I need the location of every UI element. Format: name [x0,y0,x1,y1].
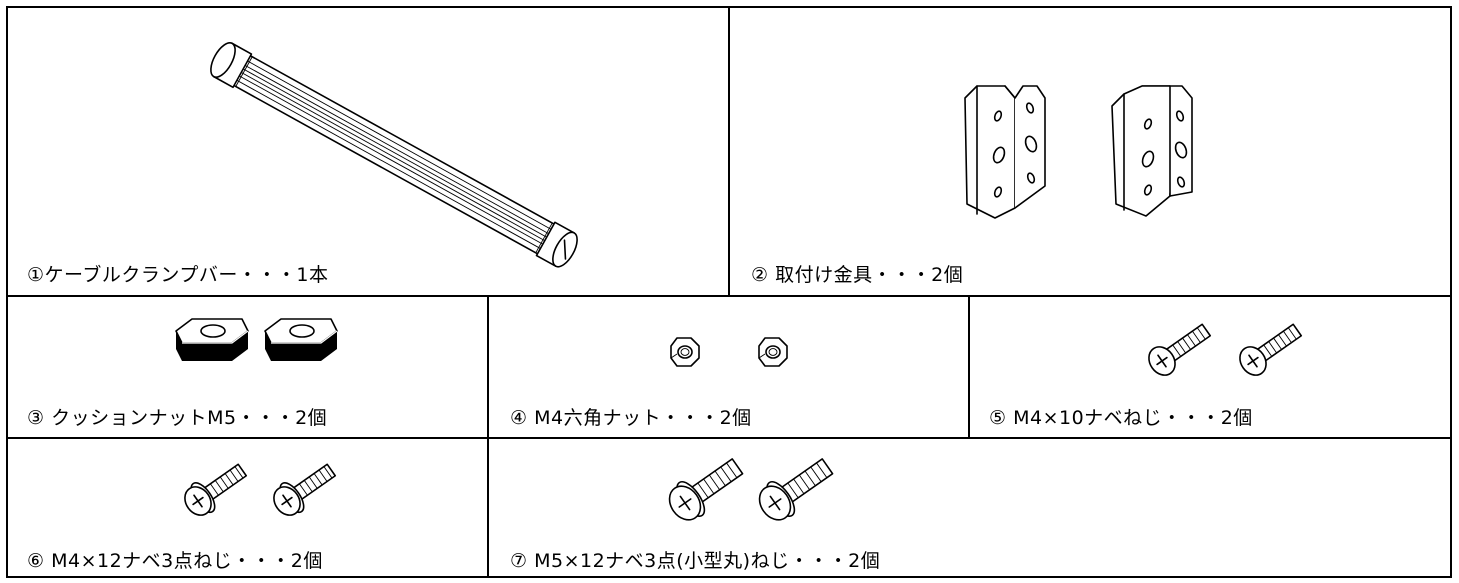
part-cell-4: ④ M4六角ナット・・・2個 [489,297,968,437]
part-cell-2: ② 取付け金具・・・2個 [730,8,1452,295]
part-label-7: ⑦ M5×12ナベ3点(小型丸)ねじ・・・2個 [510,550,881,572]
col-divider-mid-2 [968,296,970,438]
part-label-2: ② 取付け金具・・・2個 [751,264,964,286]
col-divider-top [728,6,730,296]
part-cell-1: ①ケーブルクランプバー・・・1本 [8,8,728,295]
part-cell-7: ⑦ M5×12ナベ3点(小型丸)ねじ・・・2個 [489,439,968,578]
sems-screw-icon [184,463,337,516]
empty-cell [970,439,1452,578]
part-label-6: ⑥ M4×12ナベ3点ねじ・・・2個 [27,550,323,572]
cushion-nut-icon [175,318,338,361]
part-cell-6: ⑥ M4×12ナベ3点ねじ・・・2個 [8,439,487,578]
mounting-bracket-icon [964,85,1193,219]
row-divider-1 [6,295,1452,297]
part-label-4: ④ M4六角ナット・・・2個 [510,407,752,429]
part-cell-5: ⑤ M4×10ナベねじ・・・2個 [970,297,1452,437]
sems-screw-small-washer-icon [668,458,834,521]
pan-head-screw-icon [1148,323,1303,376]
hex-nut-icon [670,337,788,367]
part-label-1: ①ケーブルクランプバー・・・1本 [27,264,329,286]
part-cell-3: ③ クッションナットM5・・・2個 [8,297,487,437]
part-label-3: ③ クッションナットM5・・・2個 [27,407,328,429]
cable-clamp-bar-icon [210,42,578,268]
part-label-5: ⑤ M4×10ナベねじ・・・2個 [989,407,1253,429]
col-divider-mid-1 [487,296,489,578]
row-divider-2 [6,437,1452,439]
